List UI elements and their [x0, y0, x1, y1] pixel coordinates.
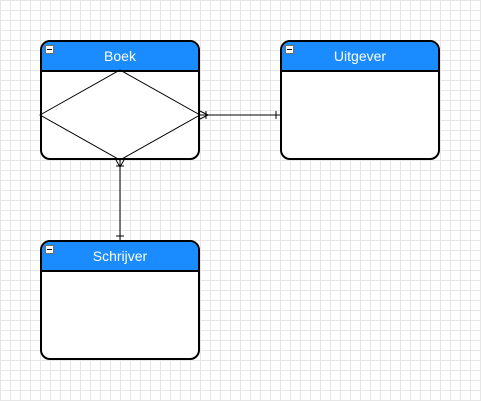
crows-foot-mark	[199, 110, 209, 116]
entity-schrijver[interactable]: Schrijver	[40, 240, 200, 360]
collapse-icon[interactable]	[45, 45, 54, 54]
entity-uitgever[interactable]: Uitgever	[280, 40, 440, 160]
relationship-boek-schrijver[interactable]	[115, 159, 125, 240]
entity-header: Schrijver	[42, 242, 198, 272]
crows-foot-mark	[199, 114, 209, 120]
relationship-boek-uitgever[interactable]	[199, 110, 280, 120]
entity-header: Boek	[42, 42, 198, 72]
collapse-icon[interactable]	[45, 245, 54, 254]
entity-title: Schrijver	[92, 248, 148, 264]
entity-title: Boek	[104, 48, 136, 64]
collapse-icon[interactable]	[285, 45, 294, 54]
entity-title: Uitgever	[333, 48, 387, 64]
entity-header: Uitgever	[282, 42, 438, 72]
diamond-shape[interactable]	[38, 69, 202, 161]
